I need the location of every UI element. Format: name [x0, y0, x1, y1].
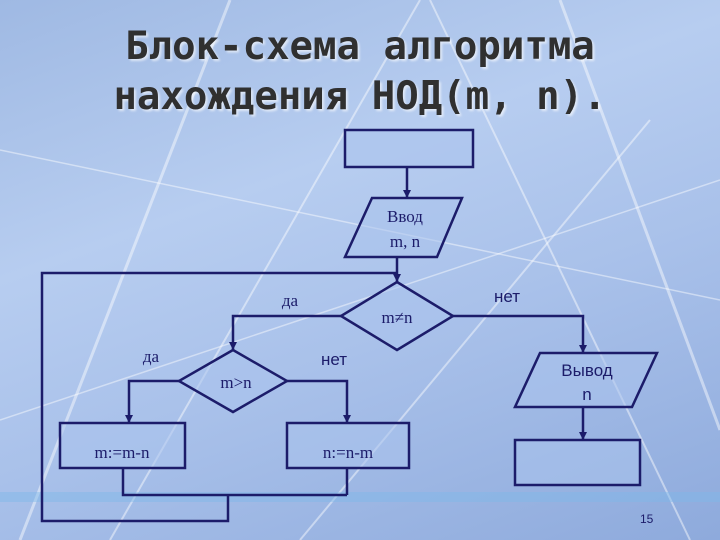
slide-title: Блок-схема алгоритма нахождения НОД(m, n… [0, 22, 720, 122]
process-left-label: m:=m-n [95, 443, 150, 462]
condition-inner-label: m>n [220, 373, 252, 392]
end-block [513, 438, 642, 487]
condition-main-no-label: нет [494, 287, 520, 306]
output-block [513, 351, 659, 409]
output-label-line2: n [582, 385, 591, 404]
connector-left-merge [121, 468, 347, 497]
process-right-block [285, 421, 411, 470]
condition-inner-diamond [176, 348, 290, 414]
process-left-block [58, 421, 187, 470]
condition-main-label: m≠n [381, 308, 413, 327]
condition-main-diamond [338, 280, 456, 352]
connector-inner-right [287, 379, 351, 423]
input-label-line1: Ввод [387, 207, 423, 226]
condition-inner-no-label: нет [321, 350, 347, 369]
title-line-1: Блок-схема алгоритма [125, 24, 595, 69]
condition-main-yes-label: да [282, 291, 299, 310]
connector-condition-output [453, 314, 587, 353]
condition-inner-yes-label: да [143, 347, 160, 366]
connector-condition-inner [229, 314, 341, 350]
title-line-2: нахождения НОД(m, n). [113, 74, 607, 119]
connector-inner-left [125, 379, 179, 423]
input-block [343, 196, 464, 259]
connector-loop-back [40, 271, 397, 523]
process-right-label: n:=n-m [323, 443, 373, 462]
start-block [343, 128, 475, 169]
page-number: 15 [640, 512, 654, 526]
output-label-line1: Вывод [561, 361, 612, 380]
input-label-line2: m, n [390, 232, 421, 251]
